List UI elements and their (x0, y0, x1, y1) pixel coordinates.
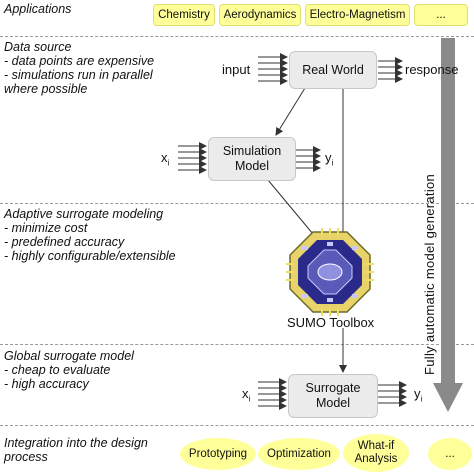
data-source-bullet-3: where possible (4, 82, 88, 96)
automation-arrow (433, 38, 463, 412)
input-label: input (222, 62, 251, 77)
surrogate-box-line2: Model (315, 396, 351, 410)
app-more: ... (414, 4, 468, 26)
sumo-toolbox-label: SUMO Toolbox (287, 315, 375, 330)
integration-title-line2: process (4, 450, 48, 464)
app-aerodynamics: Aerodynamics (219, 4, 301, 26)
response-arrows (378, 57, 403, 83)
integration-what-if-analysis: What-if Analysis (343, 434, 409, 472)
integration-title-line1: Integration into the design (4, 436, 148, 450)
surrogate-input-arrows (258, 378, 287, 410)
global-title: Global surrogate model (4, 349, 134, 363)
surrogate-box-line1: Surrogate (305, 381, 361, 395)
separator-3 (0, 344, 474, 346)
surrogate-x-label: xi (242, 386, 250, 404)
separator-2 (0, 203, 474, 205)
global-bullet-1: - cheap to evaluate (4, 363, 111, 377)
adaptive-bullet-2: - predefined accuracy (4, 235, 125, 249)
input-arrows (258, 53, 288, 85)
applications-title: Applications (4, 2, 72, 16)
sim-box-line1: Simulation (222, 144, 282, 158)
surrogate-output-arrows (378, 381, 407, 407)
sumo-toolbox-graphic (286, 228, 374, 316)
sim-y: y (325, 150, 332, 165)
app-electro-magnetism: Electro-Magnetism (305, 4, 410, 26)
adaptive-bullet-1: - minimize cost (4, 221, 88, 235)
surrogate-x-sub: i (248, 394, 251, 404)
separator-1 (0, 36, 474, 38)
sim-y-sub: i (331, 158, 334, 168)
data-source-bullet-2: - simulations run in parallel (4, 68, 153, 82)
adaptive-title: Adaptive surrogate modeling (4, 207, 164, 221)
automatic-generation-label: Fully automatic model generation (422, 173, 437, 375)
sim-x-label: xi (161, 150, 169, 168)
simulation-model-box: Simulation Model (208, 137, 296, 181)
separator-4 (0, 425, 474, 427)
sim-x: x (161, 150, 168, 165)
sim-y-label: yi (325, 150, 333, 168)
realworld-to-sim-arrow (275, 87, 306, 136)
sim-x-sub: i (167, 158, 170, 168)
app-chemistry: Chemistry (153, 4, 215, 26)
sim-to-toolbox-arrow (267, 179, 319, 241)
adaptive-bullet-3: - highly configurable/extensible (4, 249, 176, 263)
surrogate-y-label: yi (414, 386, 422, 404)
integration-prototyping: Prototyping (180, 438, 256, 470)
integration-optimization: Optimization (258, 438, 340, 470)
sim-box-line2: Model (234, 159, 270, 173)
surrogate-y-sub: i (420, 394, 423, 404)
surrogate-model-box: Surrogate Model (288, 374, 378, 418)
real-world-box: Real World (289, 51, 377, 89)
integration-more: ... (428, 438, 472, 470)
response-label: response (405, 62, 459, 77)
data-source-title: Data source (4, 40, 72, 54)
data-source-bullet-1: - data points are expensive (4, 54, 155, 68)
surrogate-x: x (242, 386, 249, 401)
sim-output-arrows (296, 146, 321, 172)
global-bullet-2: - high accuracy (4, 377, 89, 391)
surrogate-y: y (414, 386, 421, 401)
sim-input-arrows (178, 142, 207, 174)
